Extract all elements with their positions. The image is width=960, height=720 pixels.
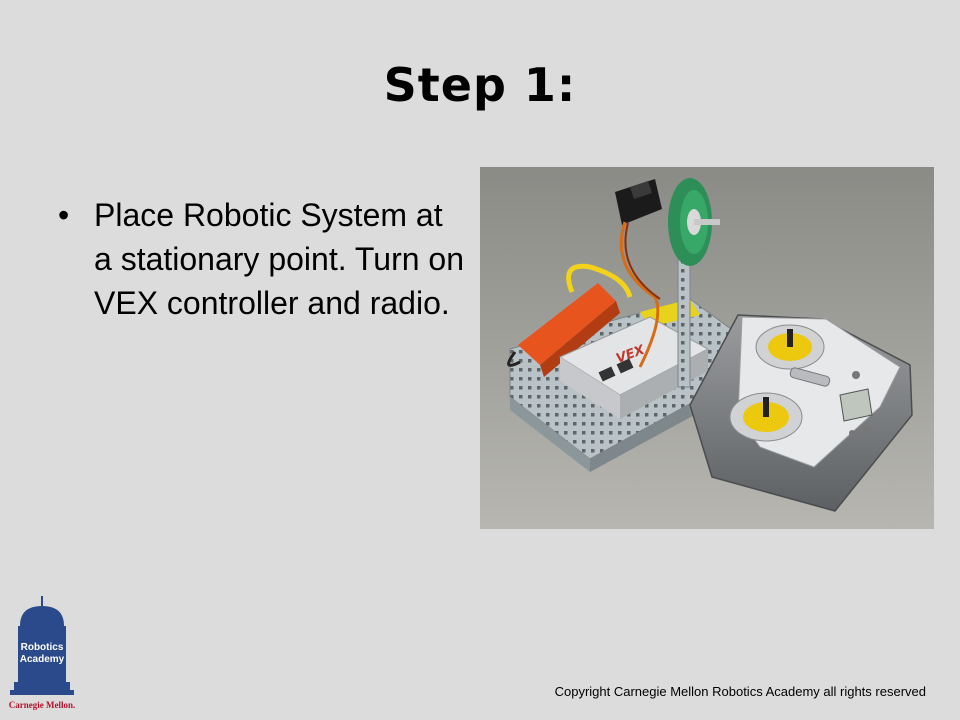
logo-line2: Academy — [20, 654, 65, 665]
robotics-academy-logo: Robotics Academy Carnegie Mellon. — [9, 596, 76, 710]
bullet-dot-icon: • — [58, 197, 70, 233]
bullet-list: • Place Robotic System at a stationary p… — [58, 193, 468, 325]
logo-line1: Robotics — [21, 642, 64, 653]
copyright-footer: Copyright Carnegie Mellon Robotics Acade… — [554, 684, 926, 699]
bullet-text: Place Robotic System at a stationary poi… — [94, 197, 464, 321]
bullet-item: • Place Robotic System at a stationary p… — [58, 193, 468, 325]
logo-org: Carnegie Mellon. — [9, 700, 76, 710]
robot-photo: VEX — [480, 167, 934, 529]
slide-title: Step 1: — [383, 58, 577, 112]
